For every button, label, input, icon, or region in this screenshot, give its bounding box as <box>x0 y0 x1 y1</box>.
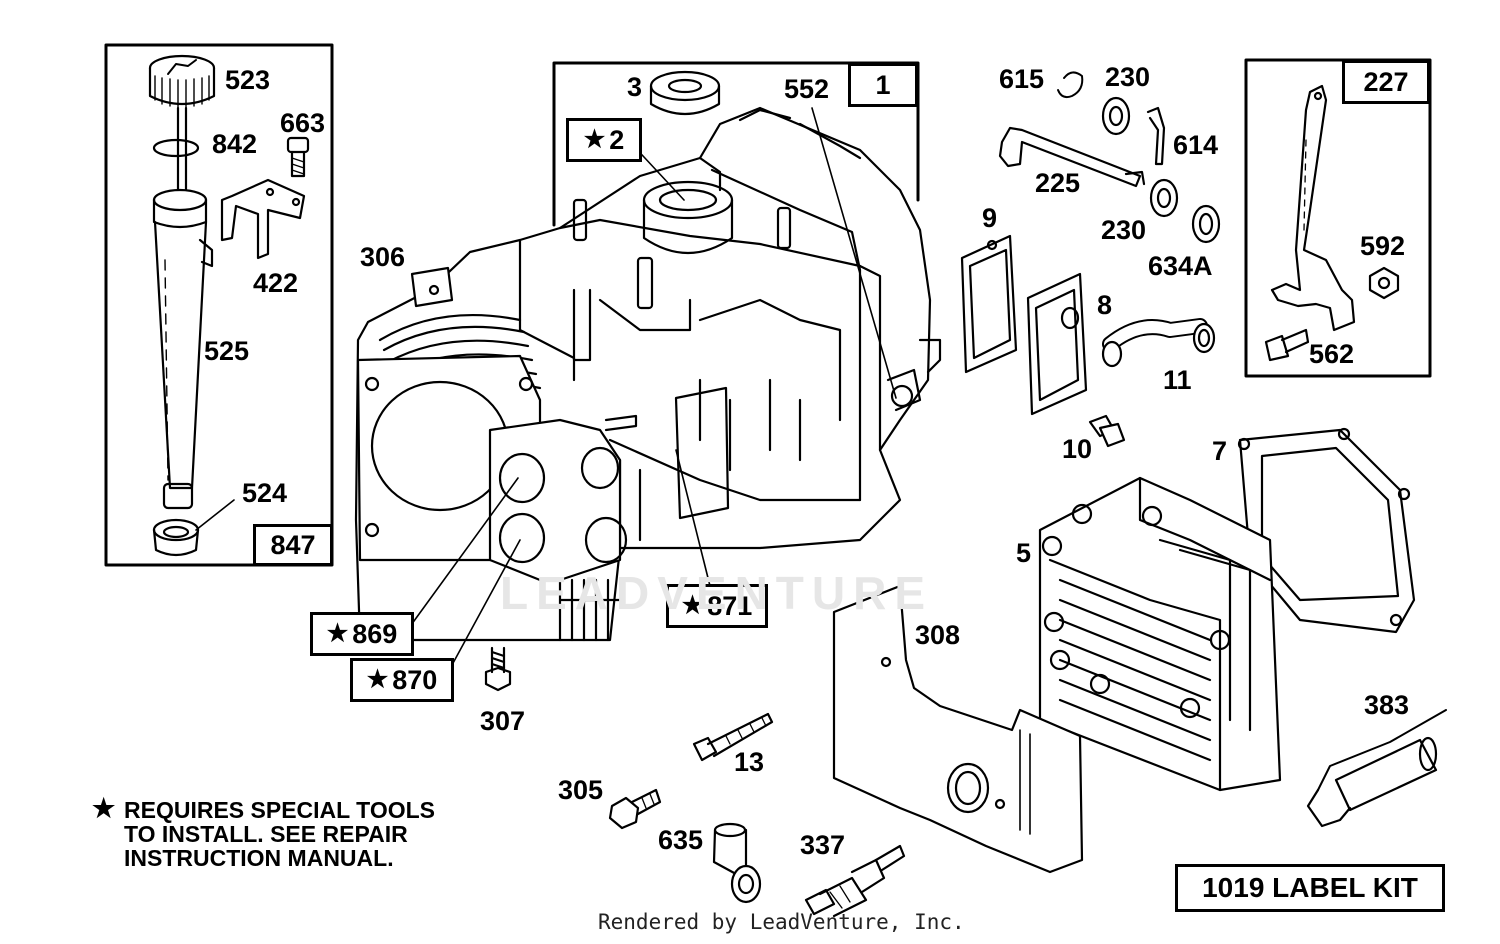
star-icon: ★ <box>366 666 389 693</box>
part-number-383: 383 <box>1364 690 1410 720</box>
cylinder-head-5 <box>1038 476 1282 792</box>
watermark: LEADVENTURE <box>500 567 934 619</box>
oil-sensor-383 <box>1306 709 1447 828</box>
star-icon: ★ <box>681 592 704 619</box>
part-number-7: 7 <box>1212 436 1228 466</box>
part-number-225: 225 <box>1035 168 1081 198</box>
spark-plug-337 <box>804 844 906 918</box>
part-number-8: 8 <box>1097 290 1113 320</box>
part-number-5: 5 <box>1016 538 1032 568</box>
part-number-663: 663 <box>280 108 326 138</box>
part-number-307: 307 <box>480 706 526 736</box>
starred-part-871: ★871 <box>666 584 768 628</box>
part-number-524: 524 <box>242 478 288 508</box>
governor-shaft-group <box>998 71 1221 244</box>
part-number-614: 614 <box>1173 130 1219 160</box>
kit-label-227: 227 <box>1342 60 1430 104</box>
kit-box-847 <box>104 43 334 567</box>
kit-label-847: 847 <box>253 524 333 566</box>
part-number-308: 308 <box>915 620 961 650</box>
part-number-11: 11 <box>1163 365 1192 395</box>
starred-part-2-number: 2 <box>609 124 625 155</box>
part-number-615: 615 <box>999 64 1045 94</box>
part-number-10: 10 <box>1062 434 1093 464</box>
part-number-635: 635 <box>658 825 704 855</box>
kit-box-1 <box>552 61 920 227</box>
fitting-635 <box>712 822 762 904</box>
breather-tube-11 <box>1101 318 1216 368</box>
bolt-663 <box>286 136 310 178</box>
star-icon: ★ <box>326 620 349 647</box>
governor-lever-227 <box>1270 84 1356 332</box>
bolt-562 <box>1264 328 1310 362</box>
oil-seal-3 <box>649 70 721 115</box>
part-number-562: 562 <box>1309 339 1355 369</box>
part-number-230-b: 230 <box>1101 215 1147 245</box>
part-number-842: 842 <box>212 129 258 159</box>
starred-part-870: ★870 <box>350 658 454 702</box>
bolt-10 <box>1088 414 1126 448</box>
part-number-337: 337 <box>800 830 846 860</box>
cylinder-baffle-308 <box>832 584 1084 874</box>
dipstick-assembly <box>148 54 235 557</box>
screw-307 <box>484 646 512 692</box>
part-number-525: 525 <box>204 336 250 366</box>
note-line-2: TO INSTALL. SEE REPAIR <box>124 821 408 847</box>
gasket-9 <box>960 234 1018 374</box>
star-icon: ★ <box>92 793 116 823</box>
part-number-13: 13 <box>734 747 765 777</box>
starred-part-869: ★869 <box>310 612 414 656</box>
starred-part-2: ★2 <box>566 118 642 162</box>
part-number-552: 552 <box>784 74 830 104</box>
footer-credit: Rendered by LeadVenture, Inc. <box>598 910 965 934</box>
leader-lines <box>405 107 897 677</box>
part-number-9: 9 <box>982 203 998 233</box>
part-number-230-a: 230 <box>1105 62 1151 92</box>
note-line-3: INSTRUCTION MANUAL. <box>124 845 394 871</box>
note-line-1: REQUIRES SPECIAL TOOLS <box>124 797 435 823</box>
special-tools-note: ★ REQUIRES SPECIAL TOOLS TO INSTALL. SEE… <box>92 793 435 871</box>
part-number-305: 305 <box>558 775 604 805</box>
starred-part-871-number: 871 <box>707 590 753 621</box>
bracket-422 <box>220 178 306 260</box>
cylinder-block <box>354 106 942 642</box>
screw-13 <box>692 712 774 762</box>
part-number-422: 422 <box>253 268 299 298</box>
star-icon: ★ <box>583 126 606 153</box>
nut-592 <box>1368 266 1400 300</box>
part-number-3: 3 <box>627 72 643 102</box>
breather-8 <box>1026 272 1088 416</box>
part-number-592: 592 <box>1360 231 1406 261</box>
part-number-523: 523 <box>225 65 271 95</box>
kit-box-227 <box>1244 58 1432 378</box>
starred-part-870-number: 870 <box>392 664 438 695</box>
kit-label-1: 1 <box>848 63 918 107</box>
starred-part-869-number: 869 <box>352 618 398 649</box>
screw-305 <box>608 788 662 830</box>
part-number-306: 306 <box>360 242 406 272</box>
label-kit-1019: 1019 LABEL KIT <box>1175 864 1445 912</box>
part-number-634a: 634A <box>1148 251 1213 281</box>
